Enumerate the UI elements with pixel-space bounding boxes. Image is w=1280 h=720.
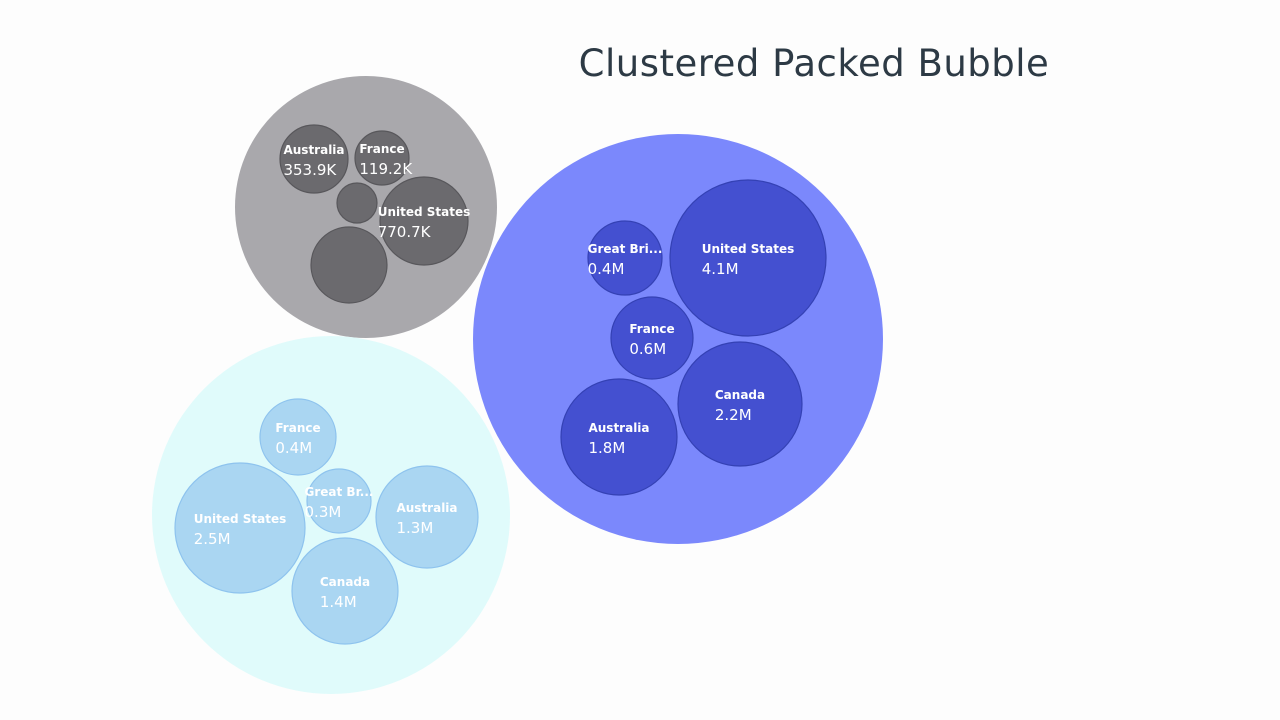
bubble-circle[interactable] [610,296,694,380]
bubble-circle[interactable] [379,176,469,266]
bubble[interactable] [310,226,388,304]
bubble-value-label: 0.6M [629,340,666,358]
bubble[interactable]: United States 2.5M [174,462,306,594]
bubble-value-label: 4.1M [702,260,739,278]
bubble-circle[interactable] [560,378,678,496]
bubble[interactable]: Great Bri... 0.4M [587,220,663,296]
bubble-value-label: 353.9K [283,161,337,179]
bubble-name-label: United States [194,512,287,526]
bubble-name-label: France [359,142,404,156]
bubble-circle[interactable] [336,182,378,224]
bubble-circle[interactable] [259,398,337,476]
bubble-name-label: Canada [320,575,370,589]
bubble-circle[interactable] [677,341,803,467]
bubble[interactable]: United States 770.7K [378,176,471,266]
bubble-value-label: 2.5M [194,530,231,548]
bubble-name-label: United States [378,205,471,219]
bubble-name-label: Australia [396,501,457,515]
bubble-circle[interactable] [669,179,827,337]
bubble-value-label: 2.2M [715,406,752,424]
bubble-value-label: 1.8M [588,439,625,457]
bubble-circle[interactable] [587,220,663,296]
bubble[interactable]: Australia 353.9K [279,124,349,194]
bubble[interactable]: France 119.2K [354,130,413,186]
cluster-3[interactable]: France 0.4M United States 2.5M Great Br... 0.… [152,336,510,694]
bubble-value-label: 770.7K [378,223,432,241]
bubble-circle[interactable] [174,462,306,594]
bubble-value-label: 0.4M [588,260,625,278]
chart-title: Clustered Packed Bubble [578,42,1050,85]
cluster-2[interactable]: Great Bri... 0.4M United States 4.1M France 0… [473,134,883,544]
bubble-name-label: Australia [283,143,344,157]
bubble-name-label: Australia [588,421,649,435]
bubble-value-label: 0.3M [305,503,342,521]
bubble-value-label: 119.2K [359,160,413,178]
bubble-name-label: France [629,322,674,336]
bubble-circle[interactable] [375,465,479,569]
bubble[interactable]: France 0.6M [610,296,694,380]
bubble-name-label: United States [702,242,795,256]
bubble-circle[interactable] [354,130,410,186]
bubble[interactable]: Great Br... 0.3M [305,468,374,534]
bubble-value-label: 1.4M [320,593,357,611]
bubble-value-label: 0.4M [275,439,312,457]
bubble-circle[interactable] [279,124,349,194]
bubble-name-label: Great Br... [305,485,374,499]
bubble-name-label: Canada [715,388,765,402]
bubble-circle[interactable] [306,468,372,534]
bubble[interactable]: France 0.4M [259,398,337,476]
bubble-circle[interactable] [310,226,388,304]
bubble[interactable]: Canada 2.2M [677,341,803,467]
bubble[interactable]: Australia 1.8M [560,378,678,496]
bubble-circle[interactable] [291,537,399,645]
bubble[interactable]: United States 4.1M [669,179,827,337]
bubble-name-label: France [275,421,320,435]
bubble-value-label: 1.3M [396,519,433,537]
bubble[interactable]: Australia 1.3M [375,465,479,569]
bubble-name-label: Great Bri... [588,242,663,256]
bubble[interactable]: Canada 1.4M [291,537,399,645]
bubble[interactable] [336,182,378,224]
